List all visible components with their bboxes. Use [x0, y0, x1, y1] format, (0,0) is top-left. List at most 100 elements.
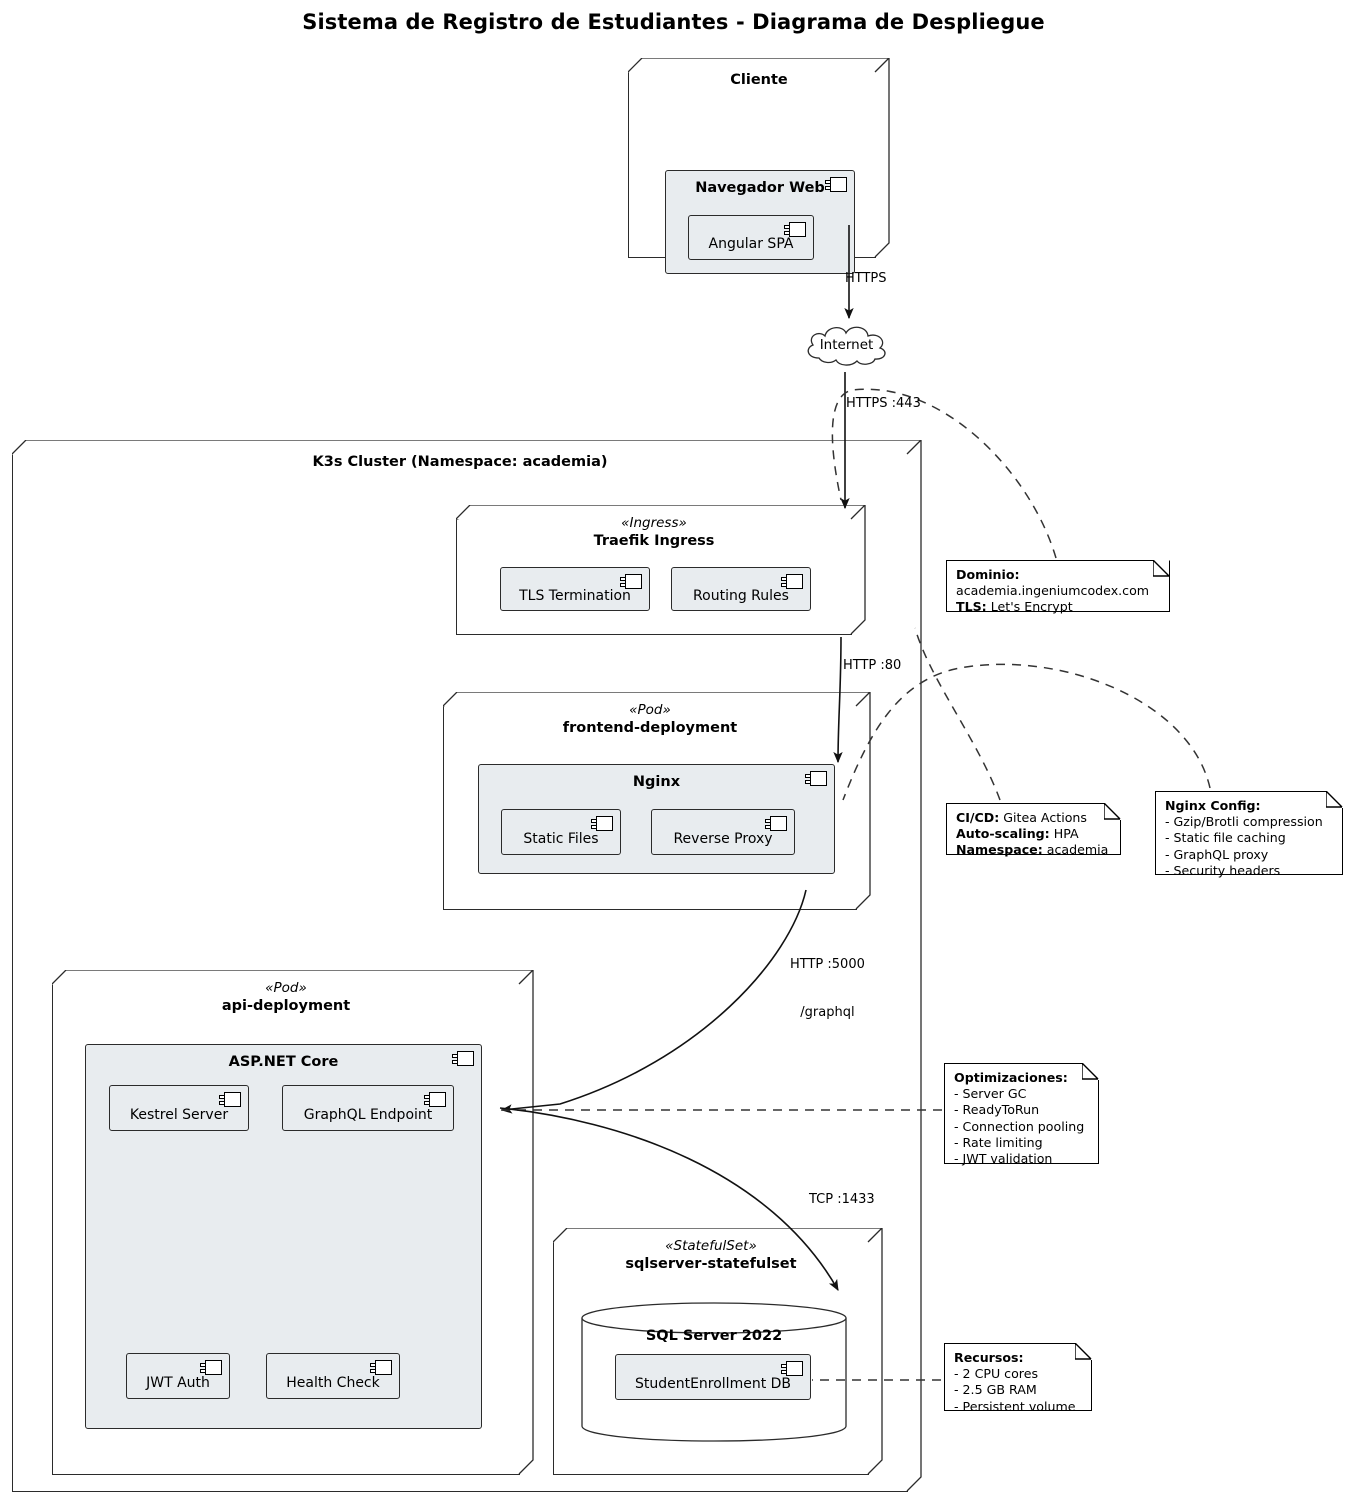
nginx-config-note-line-4: - GraphQL proxy	[1165, 846, 1269, 862]
node-traefik-ingress-header: «Ingress» Traefik Ingress	[456, 515, 866, 551]
dominio-note-line-2: academia.ingeniumcodex.com	[956, 583, 1150, 599]
component-icon	[805, 771, 827, 786]
node-traefik-ingress-stereotype: «Ingress»	[621, 515, 687, 531]
recursos-note: Recursos: - 2 CPU cores - 2.5 GB RAM - P…	[944, 1343, 1092, 1414]
optimizaciones-note-line-1: Optimizaciones:	[954, 1070, 1068, 1085]
node-cliente-header: Cliente	[628, 70, 890, 90]
cloud-icon	[807, 326, 886, 366]
component-icon	[620, 574, 642, 589]
optimizaciones-note-line-6: - JWT validation	[954, 1151, 1053, 1167]
node-frontend-deployment-label: frontend-deployment	[562, 720, 738, 736]
optimizaciones-note-line-2: - Server GC	[954, 1086, 1027, 1102]
component-static-files[interactable]: Static Files	[501, 809, 621, 855]
component-nginx[interactable]: Nginx Static Files Reverse Proxy	[478, 764, 835, 874]
note-fold-line-icon	[1153, 560, 1170, 577]
component-routing-rules-label: Routing Rules	[693, 588, 789, 604]
node-api-deployment-stereotype: «Pod»	[265, 980, 307, 996]
component-health-check-label: Health Check	[286, 1375, 380, 1391]
database-sql-server-2022-label: SQL Server 2022	[645, 1328, 783, 1344]
component-reverse-proxy[interactable]: Reverse Proxy	[651, 809, 795, 855]
cicd-note-line-3: Namespace: academia	[956, 842, 1109, 858]
node-frontend-deployment: «Pod» frontend-deployment Nginx Static F…	[443, 692, 871, 910]
edge-label-http-80: HTTP :80	[843, 658, 902, 673]
component-graphql-endpoint-label: GraphQL Endpoint	[303, 1107, 433, 1123]
node-k3s-cluster-header: K3s Cluster (Namespace: academia)	[12, 452, 922, 472]
cloud-internet: Internet	[799, 318, 894, 372]
component-jwt-auth[interactable]: JWT Auth	[126, 1353, 230, 1399]
edge-label-http-5000-graphql: HTTP :5000 /graphql	[790, 925, 865, 1053]
component-aspnet-core[interactable]: ASP.NET Core Kestrel Server GraphQL Endp…	[85, 1044, 482, 1429]
component-icon	[825, 177, 847, 192]
component-icon	[219, 1092, 241, 1107]
optimizaciones-note: Optimizaciones: - Server GC - ReadyToRun…	[944, 1063, 1099, 1167]
component-studentenrollment-db[interactable]: StudentEnrollment DB	[615, 1354, 811, 1400]
component-navegador-web[interactable]: Navegador Web Angular SPA	[665, 170, 855, 274]
recursos-note-line-3: - 2.5 GB RAM	[954, 1382, 1037, 1398]
optimizaciones-note-line-4: - Connection pooling	[954, 1118, 1085, 1134]
dominio-note-line-3: TLS: Let's Encrypt	[956, 599, 1073, 615]
node-api-deployment-label: api-deployment	[221, 998, 351, 1014]
edge-label-https: HTTPS	[845, 271, 887, 286]
node-k3s-cluster-label: K3s Cluster (Namespace: academia)	[312, 454, 608, 470]
node-sqlserver-statefulset-header: «StatefulSet» sqlserver-statefulset	[553, 1238, 883, 1274]
component-icon	[370, 1360, 392, 1375]
component-graphql-endpoint[interactable]: GraphQL Endpoint	[282, 1085, 454, 1131]
edge-label-http-5000: HTTP :5000	[790, 957, 865, 972]
dominio-note: Dominio: academia.ingeniumcodex.com TLS:…	[946, 560, 1170, 615]
component-jwt-auth-label: JWT Auth	[146, 1375, 210, 1391]
node-traefik-ingress: «Ingress» Traefik Ingress TLS Terminatio…	[456, 505, 866, 635]
nginx-config-note-line-3: - Static file caching	[1165, 830, 1286, 846]
node-cliente-label: Cliente	[730, 72, 788, 88]
edge-cicd-note	[914, 627, 1001, 801]
node-frontend-deployment-stereotype: «Pod»	[629, 702, 671, 718]
node-api-deployment-header: «Pod» api-deployment	[52, 980, 534, 1016]
nginx-config-note-line-2: - Gzip/Brotli compression	[1165, 814, 1323, 830]
component-health-check[interactable]: Health Check	[266, 1353, 400, 1399]
node-api-deployment: «Pod» api-deployment ASP.NET Core Kestre…	[52, 970, 534, 1475]
component-routing-rules[interactable]: Routing Rules	[671, 567, 811, 611]
component-reverse-proxy-label: Reverse Proxy	[673, 831, 773, 847]
optimizaciones-note-line-3: - ReadyToRun	[954, 1102, 1040, 1118]
component-icon	[200, 1360, 222, 1375]
edge-label-graphql: /graphql	[800, 1005, 855, 1020]
component-icon	[784, 222, 806, 237]
edge-label-https-443: HTTPS :443	[846, 396, 921, 411]
recursos-note-line-1: Recursos:	[954, 1350, 1024, 1365]
note-fold-icon	[1082, 1063, 1099, 1080]
component-nginx-label: Nginx	[632, 774, 681, 790]
cicd-note: CI/CD: Gitea Actions Auto-scaling: HPA N…	[946, 803, 1121, 858]
note-fold-icon	[1104, 803, 1121, 820]
component-static-files-label: Static Files	[523, 831, 599, 847]
node-traefik-ingress-label: Traefik Ingress	[593, 533, 715, 549]
note-fold-icon	[1075, 1343, 1092, 1360]
node-sqlserver-statefulset: «StatefulSet» sqlserver-statefulset SQL …	[553, 1228, 883, 1475]
nginx-config-note-line-5: - Security headers	[1165, 862, 1281, 878]
page-title: Sistema de Registro de Estudiantes - Dia…	[302, 10, 1045, 34]
component-icon	[591, 816, 613, 831]
cicd-note-line-1: CI/CD: Gitea Actions	[956, 810, 1087, 825]
node-sqlserver-statefulset-label: sqlserver-statefulset	[625, 1256, 797, 1272]
optimizaciones-note-line-5: - Rate limiting	[954, 1134, 1043, 1150]
component-icon	[765, 816, 787, 831]
cloud-internet-label: Internet	[819, 337, 874, 353]
component-navegador-web-label: Navegador Web	[695, 180, 825, 196]
database-sql-server-2022[interactable]: SQL Server 2022 StudentEnrollment DB	[581, 1302, 847, 1442]
nginx-config-note-line-1: Nginx Config:	[1165, 798, 1261, 813]
note-fold-icon	[1326, 791, 1343, 808]
node-sqlserver-statefulset-stereotype: «StatefulSet»	[665, 1238, 757, 1254]
component-kestrel-server-label: Kestrel Server	[129, 1107, 229, 1123]
node-frontend-deployment-header: «Pod» frontend-deployment	[443, 702, 871, 738]
component-icon	[452, 1051, 474, 1066]
dominio-note-line-1: Dominio:	[956, 567, 1020, 582]
component-aspnet-core-label: ASP.NET Core	[228, 1054, 339, 1070]
component-tls-termination[interactable]: TLS Termination	[500, 567, 650, 611]
component-icon	[781, 574, 803, 589]
component-angular-spa[interactable]: Angular SPA	[688, 215, 814, 260]
component-kestrel-server[interactable]: Kestrel Server	[109, 1085, 249, 1131]
component-icon	[781, 1361, 803, 1376]
component-studentenrollment-db-label: StudentEnrollment DB	[634, 1376, 792, 1392]
node-cliente: Cliente Navegador Web Angular SPA	[628, 58, 890, 274]
edge-label-tcp-1433: TCP :1433	[809, 1192, 875, 1207]
note-fold-icon	[1154, 560, 1170, 576]
